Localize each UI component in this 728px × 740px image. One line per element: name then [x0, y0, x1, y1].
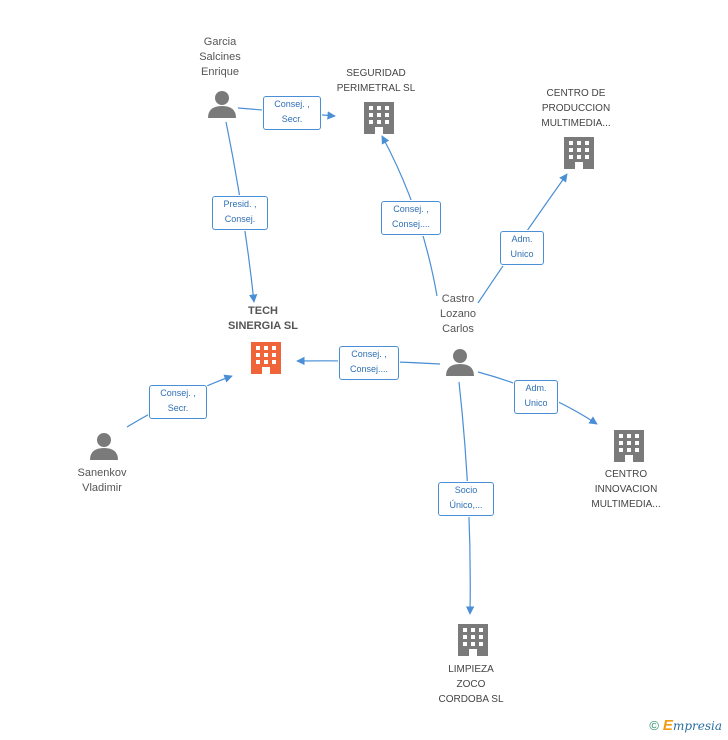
footer-brand: ©Empresia: [649, 717, 722, 734]
company-label-seguridad[interactable]: SEGURIDAD PERIMETRAL SL: [336, 68, 416, 94]
brand-logo-initial: E: [662, 717, 673, 734]
person-icon[interactable]: [446, 349, 474, 376]
edge-label-castro-centro-innovacion[interactable]: Adm. Unico: [514, 380, 558, 414]
person-icon[interactable]: [90, 433, 118, 460]
building-icon[interactable]: [614, 430, 644, 462]
building-icon[interactable]: [364, 102, 394, 134]
company-label-centro-produccion[interactable]: CENTRO DE PRODUCCION MULTIMEDIA...: [541, 88, 611, 129]
person-icon[interactable]: [208, 91, 236, 118]
person-label-castro[interactable]: Castro Lozano Carlos: [439, 293, 477, 335]
edge-label-sanenkov-tech[interactable]: Consej. , Secr.: [149, 385, 207, 419]
person-label-garcia[interactable]: Garcia Salcines Enrique: [199, 36, 241, 78]
edge-label-castro-centro-produccion[interactable]: Adm. Unico: [500, 231, 544, 265]
company-label-limpieza[interactable]: LIMPIEZA ZOCO CORDOBA SL: [438, 664, 504, 705]
edge-label-castro-seguridad[interactable]: Consej. , Consej....: [381, 201, 441, 235]
building-icon[interactable]: [564, 137, 594, 169]
edge-label-garcia-tech[interactable]: Presid. , Consej.: [212, 196, 268, 230]
company-label-centro-innovacion[interactable]: CENTRO INNOVACION MULTIMEDIA...: [591, 469, 661, 510]
company-label-tech-sinergia[interactable]: TECH SINERGIA SL: [228, 305, 298, 332]
edge-label-castro-tech[interactable]: Consej. , Consej....: [339, 346, 399, 380]
copyright-symbol: ©: [649, 718, 659, 733]
building-icon[interactable]: [458, 624, 488, 656]
focus-building-icon[interactable]: [251, 342, 281, 374]
person-label-sanenkov[interactable]: Sanenkov Vladimir: [77, 467, 127, 494]
edge-label-garcia-seguridad[interactable]: Consej. , Secr.: [263, 96, 321, 130]
edge-label-castro-limpieza[interactable]: Socio Único,...: [438, 482, 494, 516]
brand-logo-text: mpresia: [672, 719, 722, 733]
